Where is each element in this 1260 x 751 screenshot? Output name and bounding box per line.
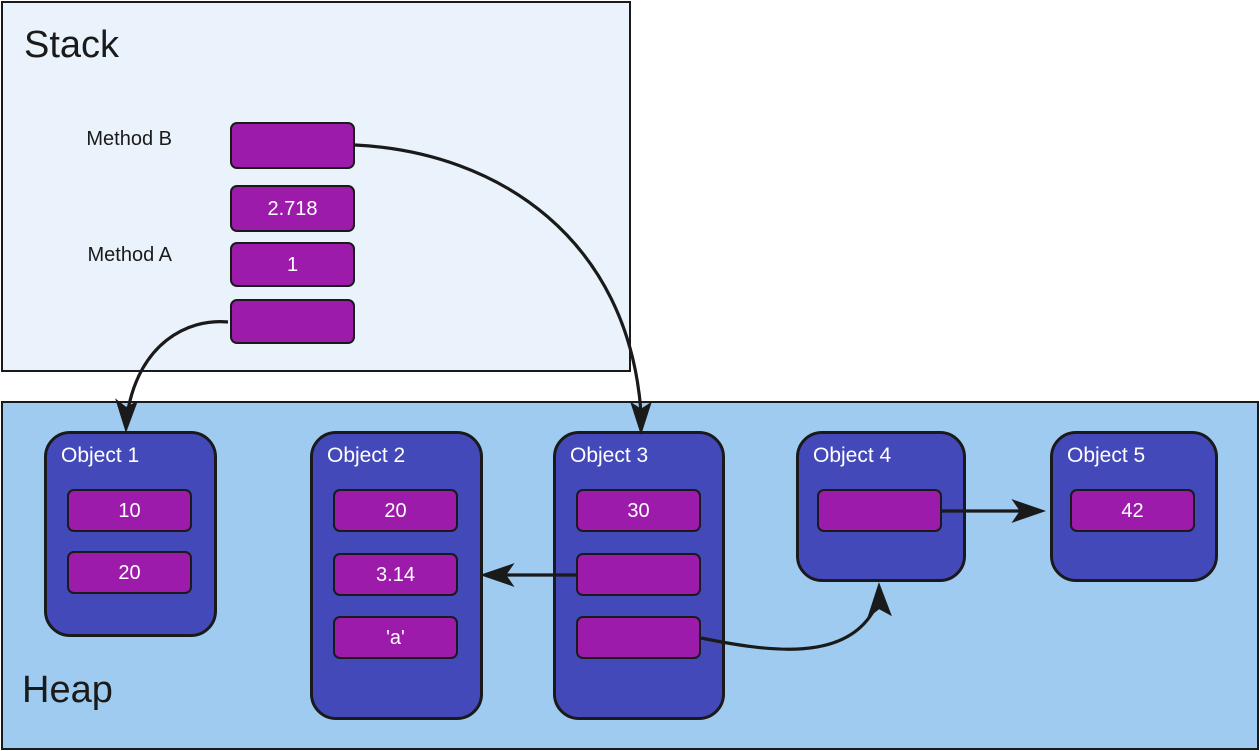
heap-object-title-2: Object 2 <box>327 444 406 467</box>
heap-object-title-1: Object 1 <box>61 444 140 467</box>
stack-slot-method-b-reference[interactable] <box>230 122 355 169</box>
heap-object-4-slot-1[interactable] <box>817 489 942 532</box>
stack-slot-method-a-reference[interactable] <box>230 299 355 344</box>
heap-object-3-slot-1[interactable]: 30 <box>576 489 701 532</box>
heap-object-5-slot-1[interactable]: 42 <box>1070 489 1195 532</box>
heap-object-title-4: Object 4 <box>813 444 892 467</box>
heap-object-title-5: Object 5 <box>1067 444 1146 467</box>
stack-slot-2718[interactable]: 2.718 <box>230 185 355 232</box>
heap-object-1-slot-2[interactable]: 20 <box>67 551 192 594</box>
heap-object-3-slot-2[interactable] <box>576 553 701 596</box>
stack-title: Stack <box>24 24 120 66</box>
stack-frame-label-method-a: Method A <box>87 244 172 266</box>
heap-object-2-slot-2[interactable]: 3.14 <box>333 553 458 596</box>
heap-object-title-3: Object 3 <box>570 444 649 467</box>
heap-object-3-slot-3[interactable] <box>576 616 701 659</box>
heap-title: Heap <box>22 669 113 711</box>
stack-frame-label-method-b: Method B <box>86 128 172 150</box>
stack-slot-1[interactable]: 1 <box>230 242 355 287</box>
heap-object-1-slot-1[interactable]: 10 <box>67 489 192 532</box>
heap-object-card-1[interactable]: Object 1 <box>44 431 217 637</box>
heap-object-2-slot-3[interactable]: 'a' <box>333 616 458 659</box>
heap-object-2-slot-1[interactable]: 20 <box>333 489 458 532</box>
